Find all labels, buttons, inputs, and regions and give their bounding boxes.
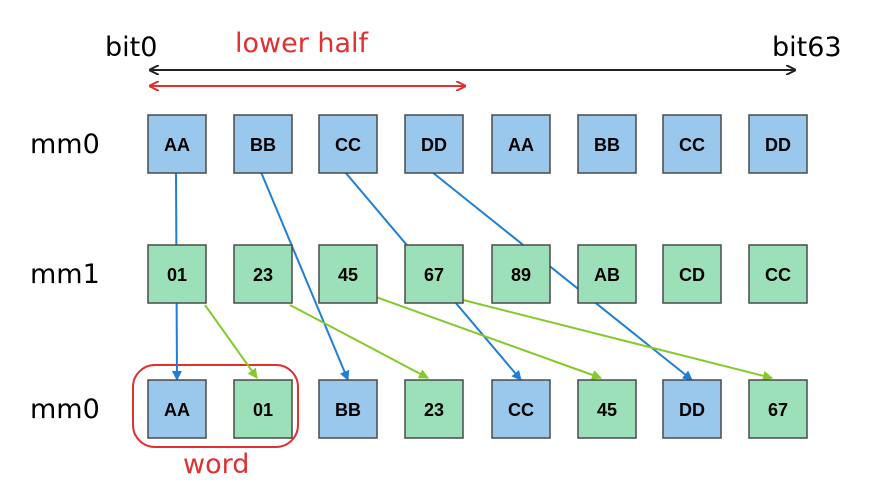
row-label-mm0-result: mm0 xyxy=(30,394,100,425)
cell-value: BB xyxy=(594,135,620,155)
cell-box xyxy=(491,244,551,304)
cell-box xyxy=(662,114,722,174)
cell-r2-c1: 01 xyxy=(233,379,293,439)
cell-value: DD xyxy=(421,135,447,155)
cell-box xyxy=(491,114,551,174)
cell-r2-c7: 67 xyxy=(748,379,808,439)
cell-r1-c2: 45 xyxy=(318,244,378,304)
cell-r1-c1: 23 xyxy=(233,244,293,304)
cell-value: AB xyxy=(594,265,620,285)
cell-box xyxy=(147,244,207,304)
cell-r2-c2: BB xyxy=(318,379,378,439)
cell-box xyxy=(662,244,722,304)
cell-r1-c5: AB xyxy=(577,244,637,304)
cell-box xyxy=(318,244,378,304)
cell-r0-c4: AA xyxy=(491,114,551,174)
cell-value: 01 xyxy=(167,265,187,285)
cell-value: 67 xyxy=(768,400,788,420)
cell-value: 45 xyxy=(338,265,358,285)
lower-half-label: lower half xyxy=(235,28,370,59)
cell-box xyxy=(404,244,464,304)
cell-r1-c7: CC xyxy=(748,244,808,304)
cell-r1-c0: 01 xyxy=(147,244,207,304)
cell-value: AA xyxy=(164,400,190,420)
arrow-mm1-2-to-result-5 xyxy=(375,296,602,380)
cell-r0-c0: AA xyxy=(147,114,207,174)
cell-value: CC xyxy=(335,135,361,155)
cell-value: AA xyxy=(164,135,190,155)
cell-box xyxy=(233,114,293,174)
cell-value: AA xyxy=(508,135,534,155)
cell-value: 23 xyxy=(424,400,444,420)
cell-value: CC xyxy=(508,400,534,420)
arrow-mm1-0-to-result-1 xyxy=(204,304,258,379)
cell-r1-c6: CD xyxy=(662,244,722,304)
cell-r0-c1: BB xyxy=(233,114,293,174)
cell-value: BB xyxy=(335,400,361,420)
cell-box xyxy=(748,379,808,439)
arrow-mm1-1-to-result-3 xyxy=(289,304,429,379)
cell-r0-c5: BB xyxy=(577,114,637,174)
row-label-mm1: mm1 xyxy=(30,259,100,290)
cell-box xyxy=(147,114,207,174)
cell-box xyxy=(318,114,378,174)
cell-box xyxy=(662,379,722,439)
bit0-label: bit0 xyxy=(105,32,157,63)
cell-r0-c7: DD xyxy=(748,114,808,174)
cell-value: 45 xyxy=(597,400,617,420)
cell-box xyxy=(748,114,808,174)
cell-value: 23 xyxy=(253,265,273,285)
arrow-mm0-3-to-result-6 xyxy=(431,171,693,381)
cell-box xyxy=(404,114,464,174)
arrow-mm0-1-to-result-2 xyxy=(260,171,350,381)
row-label-mm0-top: mm0 xyxy=(30,129,100,160)
cell-value: DD xyxy=(765,135,791,155)
cell-box xyxy=(577,114,637,174)
cell-r2-c3: 23 xyxy=(404,379,464,439)
cell-box xyxy=(233,244,293,304)
cell-box xyxy=(491,379,551,439)
arrows-layer xyxy=(171,171,773,381)
cell-value: 89 xyxy=(511,265,531,285)
cell-box xyxy=(577,244,637,304)
cell-r1-c3: 67 xyxy=(404,244,464,304)
cell-r1-c4: 89 xyxy=(491,244,551,304)
cell-value: 01 xyxy=(253,400,273,420)
cell-box xyxy=(577,379,637,439)
cell-r0-c6: CC xyxy=(662,114,722,174)
cell-value: 67 xyxy=(424,265,444,285)
cell-value: CC xyxy=(765,265,791,285)
cell-r2-c6: DD xyxy=(662,379,722,439)
word-bracket xyxy=(132,364,299,448)
cell-r0-c2: CC xyxy=(318,114,378,174)
cell-value: CC xyxy=(679,135,705,155)
cell-value: CD xyxy=(679,265,705,285)
cell-box xyxy=(318,379,378,439)
cell-r0-c3: DD xyxy=(404,114,464,174)
cell-r2-c4: CC xyxy=(491,379,551,439)
cell-box xyxy=(404,379,464,439)
cell-box xyxy=(748,244,808,304)
arrow-mm1-3-to-result-7 xyxy=(462,299,773,381)
cell-value: DD xyxy=(679,400,705,420)
cell-box xyxy=(147,379,207,439)
cell-r2-c5: 45 xyxy=(577,379,637,439)
bit63-label: bit63 xyxy=(772,32,842,63)
cell-box xyxy=(233,379,293,439)
cell-value: BB xyxy=(250,135,276,155)
cell-r2-c0: AA xyxy=(147,379,207,439)
word-label: word xyxy=(183,449,249,480)
